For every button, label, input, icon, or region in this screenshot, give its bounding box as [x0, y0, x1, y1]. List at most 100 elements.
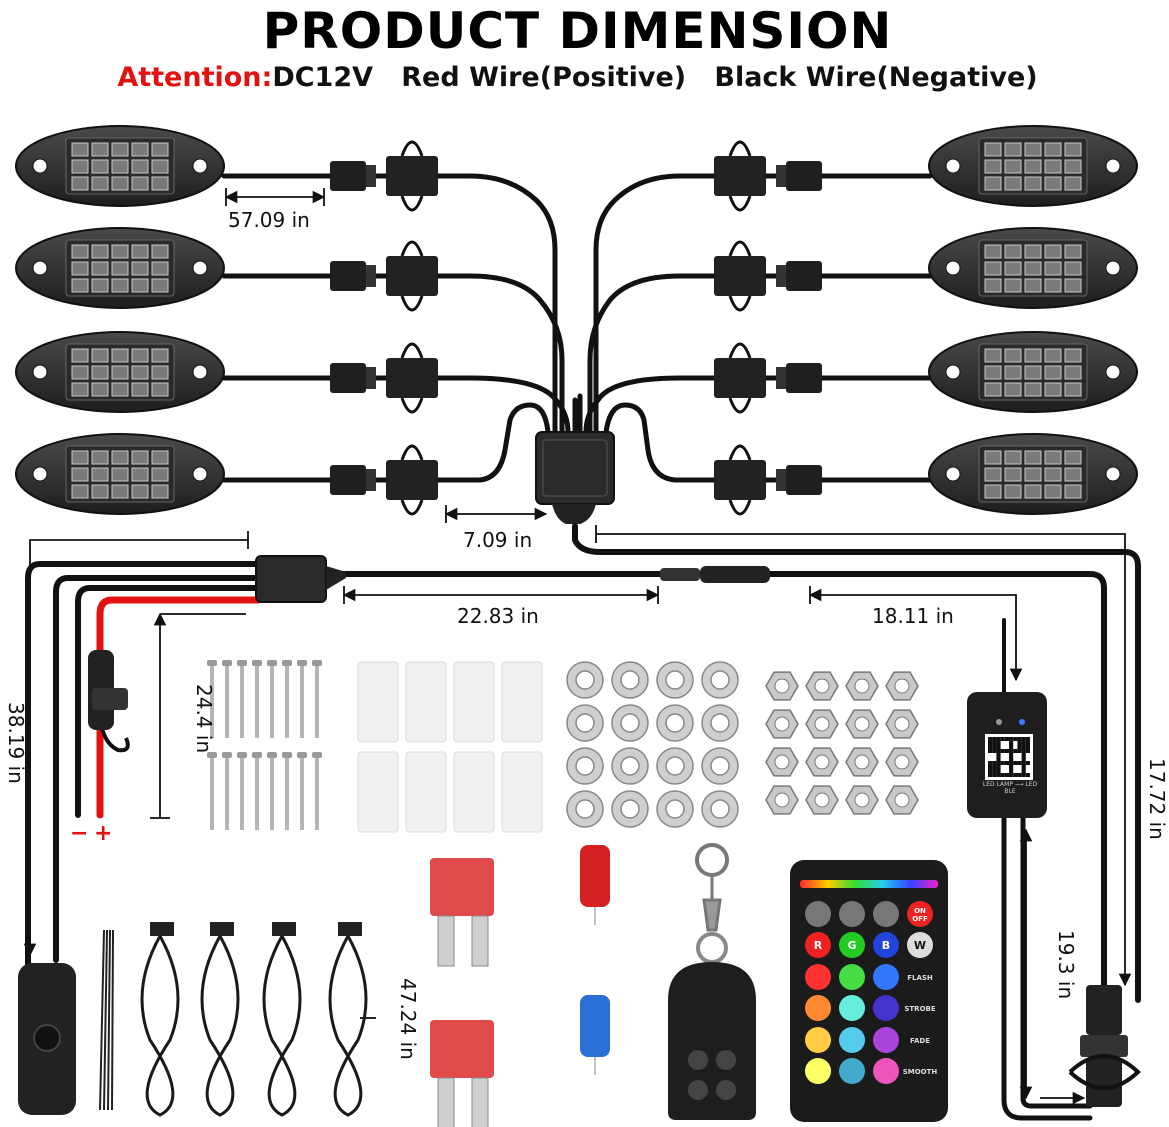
pod-led	[131, 278, 149, 293]
hub-junction-box	[535, 431, 615, 524]
connector-female	[386, 358, 438, 398]
pod-led	[91, 382, 109, 397]
remote-b-label: B	[882, 939, 890, 952]
nut-hole	[894, 678, 910, 694]
pod-led	[1064, 450, 1082, 465]
dim-controller-to-connector: 19.3 in	[1054, 930, 1078, 1000]
washer-hole	[575, 799, 595, 819]
nut-hole	[894, 792, 910, 808]
pod-led	[131, 450, 149, 465]
washer-hole	[710, 756, 730, 776]
connector-male	[786, 465, 822, 495]
qr-module	[988, 737, 993, 741]
qr-module	[1004, 749, 1009, 753]
remote-button	[805, 901, 831, 927]
connector-latch	[400, 499, 424, 516]
qr-module	[1004, 773, 1009, 777]
qr-module	[992, 737, 997, 741]
negative-mark: −	[70, 821, 88, 846]
extension-cables	[99, 922, 368, 1117]
rock-light-pod	[928, 433, 1138, 515]
extension-plug	[1068, 985, 1141, 1107]
remote-button	[839, 964, 865, 990]
pod-connectors	[330, 140, 822, 516]
connector-female	[386, 460, 438, 500]
washer-hole	[620, 713, 640, 733]
inline-fuse-holder	[88, 650, 130, 753]
pod-led	[1004, 450, 1022, 465]
qr-module	[1004, 737, 1009, 741]
cable-coil	[200, 935, 240, 1117]
qr-module	[1013, 749, 1018, 753]
pod-mount-hole	[1105, 364, 1121, 380]
connector-latch	[400, 240, 424, 257]
bolt-head	[252, 752, 262, 758]
pod-led	[1024, 484, 1042, 499]
pod-led	[1004, 244, 1022, 259]
pod-mount-hole	[192, 260, 208, 276]
pod-led	[1024, 278, 1042, 293]
qr-module	[1013, 737, 1018, 741]
bolt-shaft	[285, 666, 289, 738]
qr-module	[992, 741, 997, 745]
qr-module	[1009, 753, 1014, 757]
page-title: PRODUCT DIMENSION	[262, 2, 893, 60]
pod-led	[1064, 244, 1082, 259]
pod-led	[111, 159, 129, 174]
pod-led	[1044, 176, 1062, 191]
pod-led	[1064, 348, 1082, 363]
pod-led	[1004, 278, 1022, 293]
pod-led	[91, 365, 109, 380]
pod-led	[1064, 142, 1082, 157]
pod-led	[151, 244, 169, 259]
pod-led	[71, 450, 89, 465]
inline-dc-connector	[660, 566, 770, 583]
pod-led	[1024, 176, 1042, 191]
pod-led	[91, 261, 109, 276]
fuse-body	[430, 1020, 494, 1078]
pod-led	[984, 382, 1002, 397]
qr-module	[1009, 745, 1014, 749]
connector-collar	[776, 165, 786, 187]
connector-female	[386, 156, 438, 196]
washer-hole	[620, 799, 640, 819]
qr-module	[988, 749, 993, 753]
qr-module	[988, 769, 993, 773]
remote-button	[805, 932, 831, 958]
pod-led	[1064, 467, 1082, 482]
pod-led	[71, 278, 89, 293]
washer-hole	[575, 756, 595, 776]
pod-led	[984, 278, 1002, 293]
pod-led	[111, 142, 129, 157]
qr-module	[1021, 769, 1026, 773]
pod-led	[111, 450, 129, 465]
remote-on-label: ON	[914, 907, 926, 915]
qr-module	[996, 749, 1001, 753]
remote-fade-label: FADE	[910, 1037, 930, 1045]
pod-led	[91, 159, 109, 174]
voltage-text: DC12V	[272, 62, 374, 93]
nut-hole	[774, 678, 790, 694]
zip-tie	[99, 929, 105, 1111]
qr-module	[1009, 773, 1014, 777]
pod-led	[1024, 348, 1042, 363]
remote-button	[805, 1058, 831, 1084]
connector-latch	[400, 195, 424, 212]
washer-hole	[620, 670, 640, 690]
qr-module	[1017, 745, 1022, 749]
rock-light-pod	[15, 227, 225, 309]
qr-module	[1021, 737, 1026, 741]
qr-module	[1004, 761, 1009, 765]
cable-plug	[150, 922, 174, 936]
pod-led	[111, 244, 129, 259]
pod-led	[111, 176, 129, 191]
remote-smooth-label: SMOOTH	[903, 1068, 938, 1076]
qr-module	[1021, 773, 1026, 777]
rock-light-pods	[15, 125, 1138, 515]
connector-male	[786, 363, 822, 393]
pod-led	[984, 365, 1002, 380]
pod-led	[91, 450, 109, 465]
pod-led	[1044, 244, 1062, 259]
pod-led	[71, 484, 89, 499]
